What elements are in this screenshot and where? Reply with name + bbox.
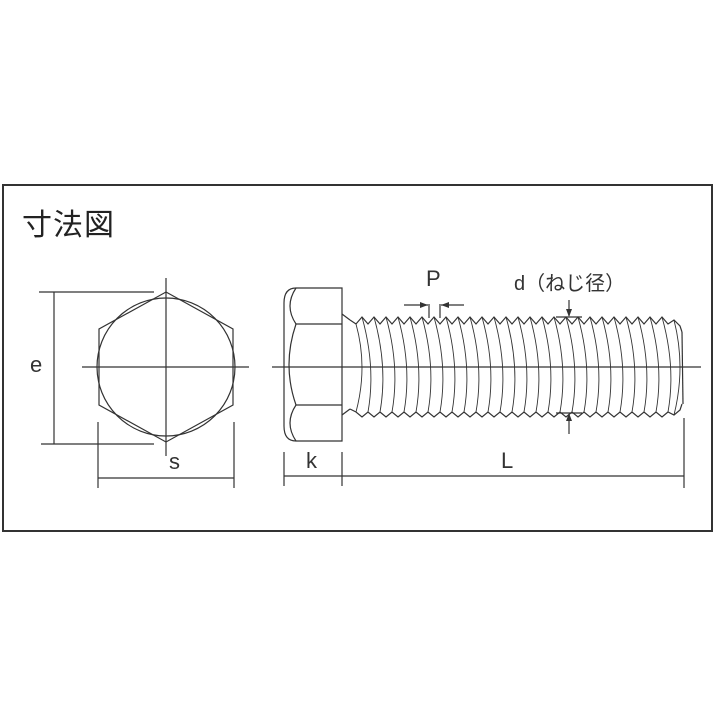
label-d-thread-diameter: d（ねじ径） (514, 272, 625, 295)
diagram-frame: 寸法図 (2, 184, 713, 532)
bolt-dimension-drawing: e s k L P d（ねじ径） (30, 266, 701, 488)
label-k: k (306, 448, 318, 473)
label-s: s (169, 449, 180, 474)
hex-head-end-view (39, 278, 249, 488)
label-L: L (501, 448, 513, 473)
bolt-tip (681, 331, 684, 405)
diagram-title: 寸法図 (22, 208, 115, 243)
thread-arcs (355, 316, 681, 416)
pitch-dimension (404, 304, 464, 318)
thread-crest-bottom (349, 403, 683, 418)
bolt-side-view (272, 287, 701, 442)
length-dimensions (283, 418, 685, 488)
label-P: P (426, 266, 441, 291)
label-e: e (30, 352, 42, 377)
bolt-head (283, 287, 343, 442)
